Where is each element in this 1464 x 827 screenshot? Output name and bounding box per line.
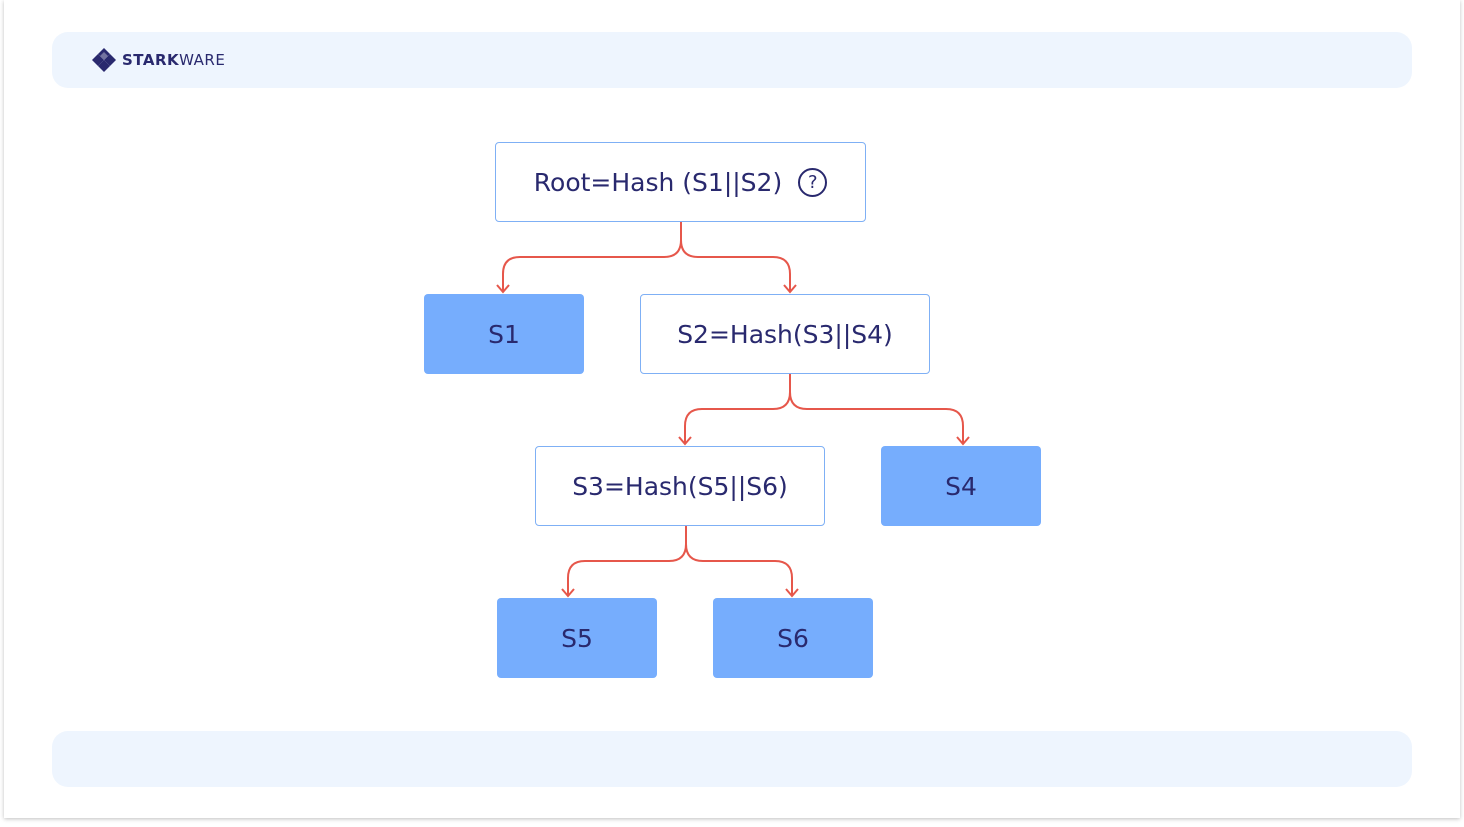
root-node: Root=Hash (S1||S2) ? (495, 142, 866, 222)
s4-node: S4 (881, 446, 1041, 526)
s3-node-label: S3=Hash(S5||S6) (572, 471, 788, 501)
footer-bar (52, 731, 1412, 787)
s5-node: S5 (497, 598, 657, 678)
s2-node-label: S2=Hash(S3||S4) (677, 319, 893, 349)
starkware-logo: STARKWARE (92, 48, 225, 72)
help-icon[interactable]: ? (798, 167, 828, 197)
header-bar (52, 32, 1412, 88)
s4-node-label: S4 (945, 471, 977, 501)
root-node-label: Root=Hash (S1||S2) (533, 167, 783, 197)
s5-node-label: S5 (561, 623, 593, 653)
s1-node-label: S1 (488, 319, 520, 349)
s6-node: S6 (713, 598, 873, 678)
s3-node: S3=Hash(S5||S6) (535, 446, 825, 526)
logo-wordmark-light: WARE (179, 51, 226, 69)
slide-card (4, 0, 1460, 818)
starkware-diamond-icon (92, 48, 116, 72)
s2-node: S2=Hash(S3||S4) (640, 294, 930, 374)
logo-wordmark: STARKWARE (122, 51, 225, 69)
s6-node-label: S6 (777, 623, 809, 653)
s1-node: S1 (424, 294, 584, 374)
logo-wordmark-bold: STARK (122, 51, 180, 69)
